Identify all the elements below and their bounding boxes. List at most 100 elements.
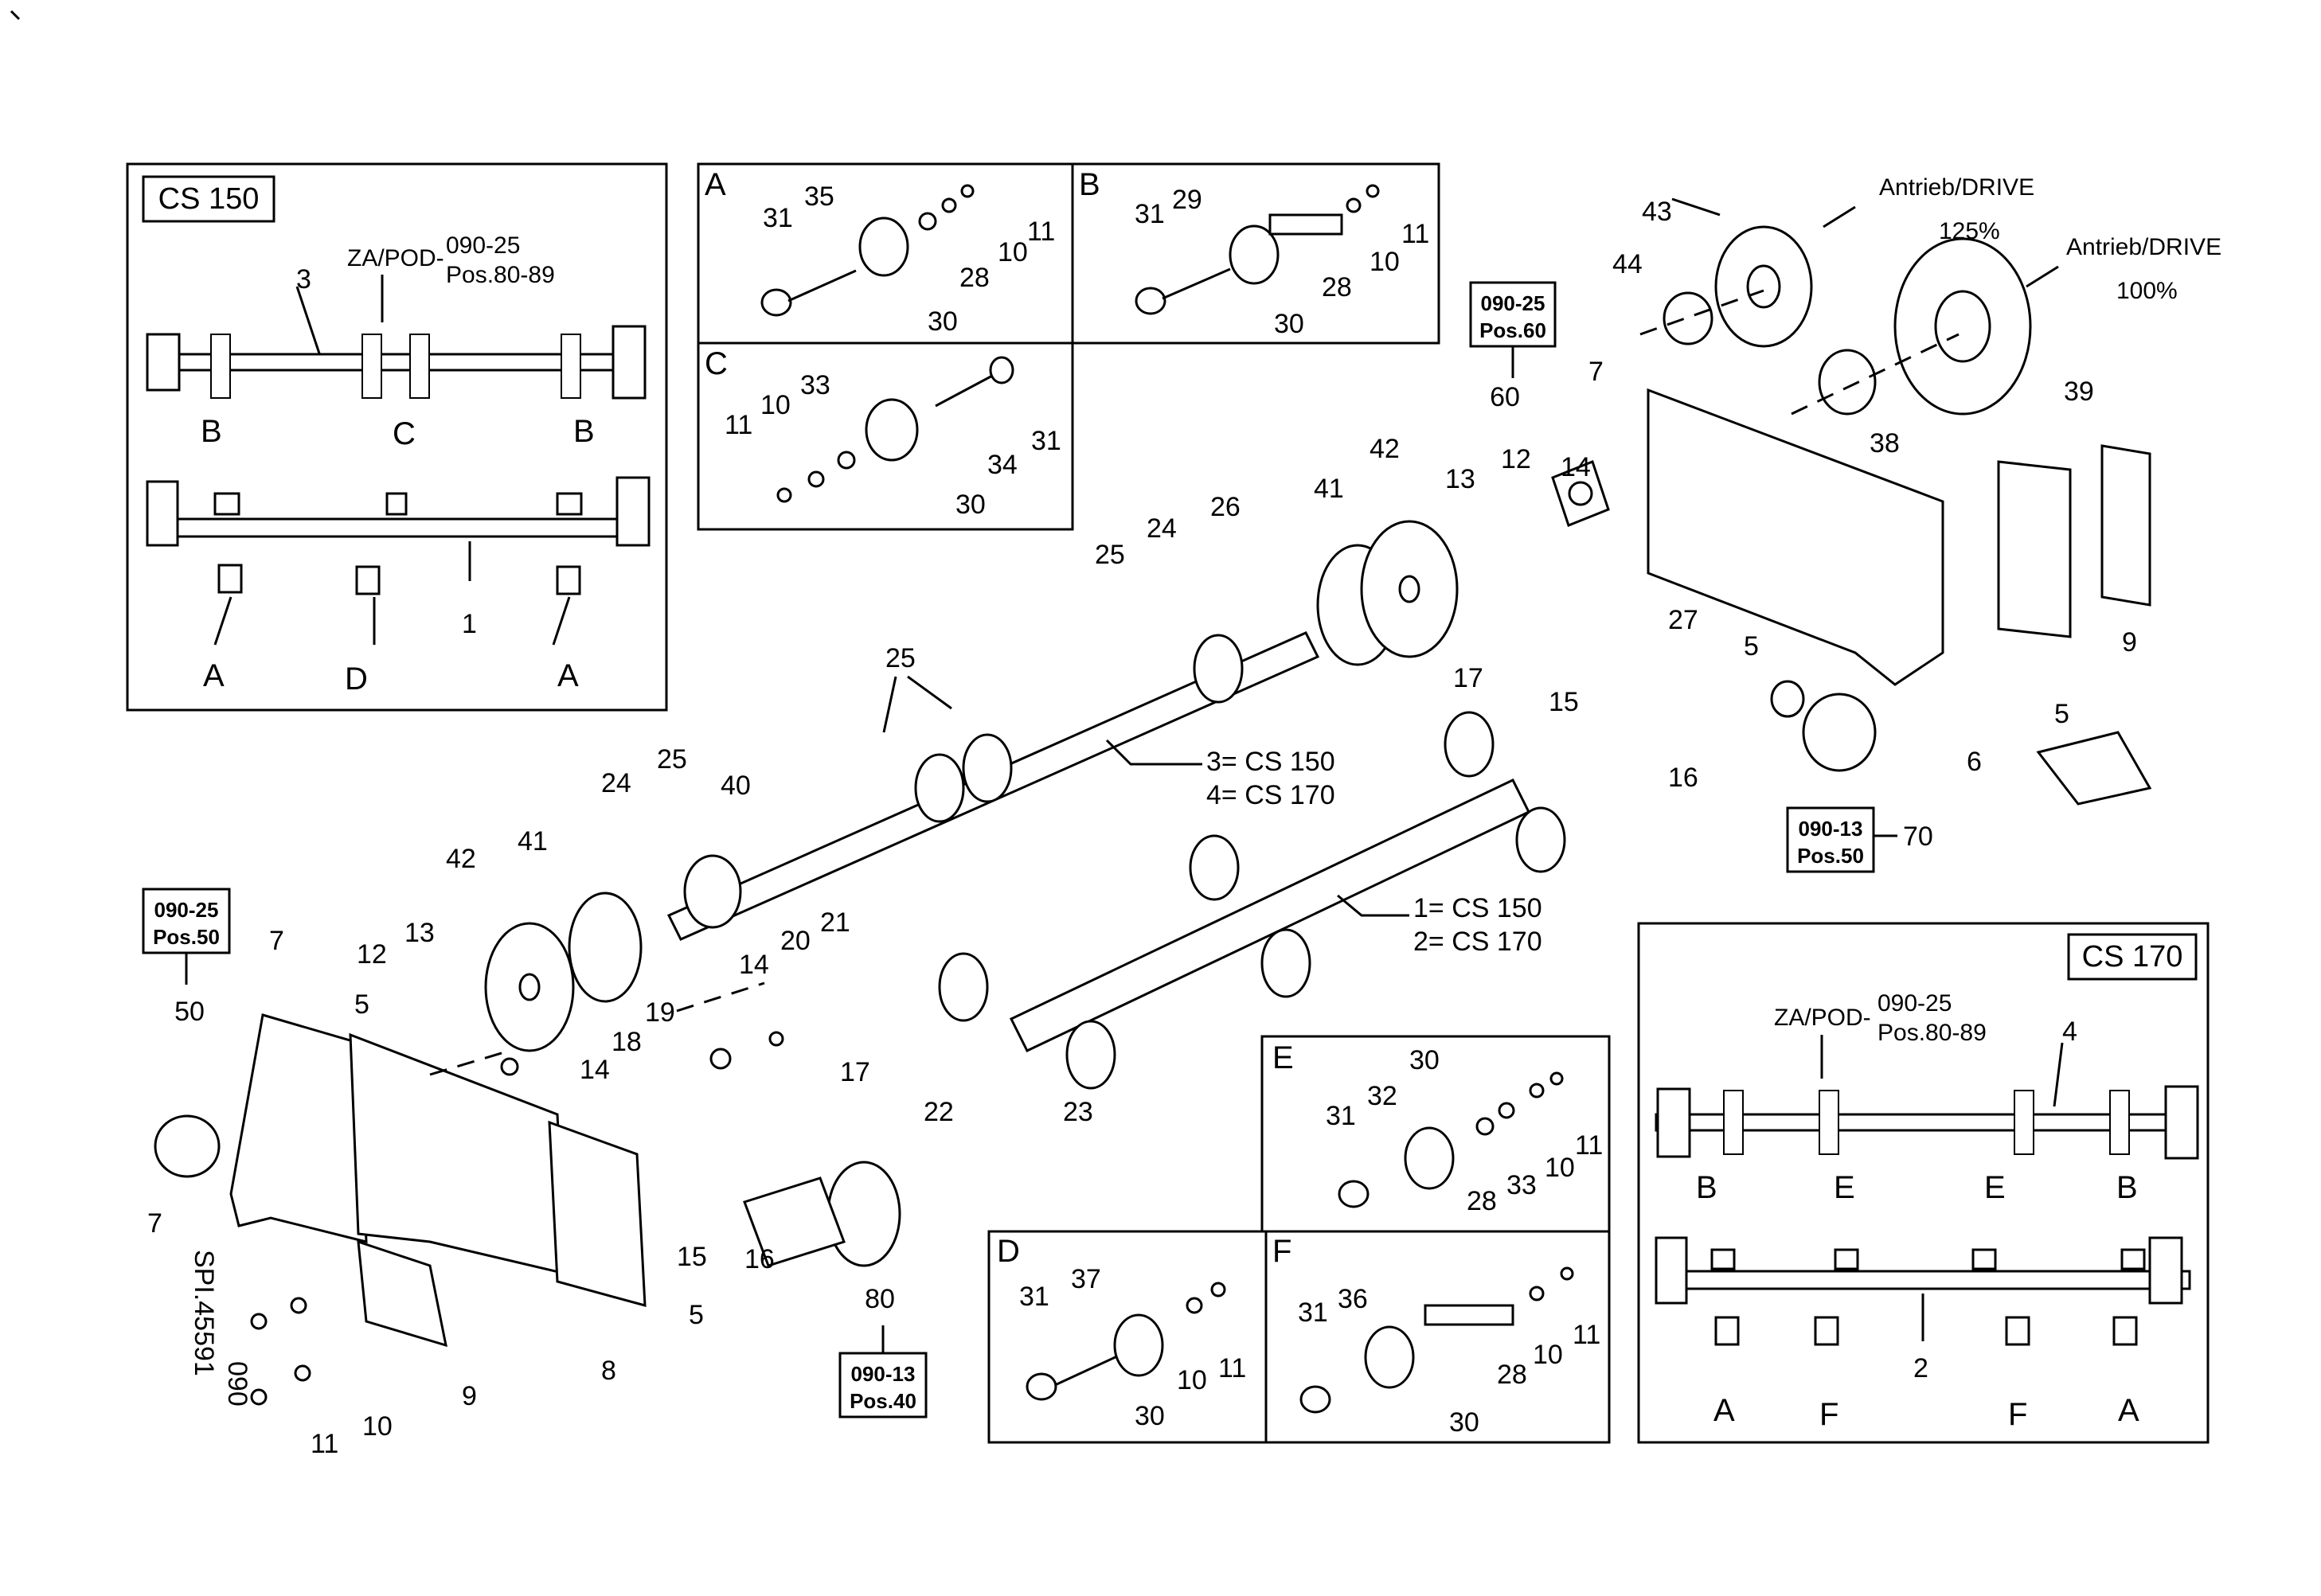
roller-variant-2: 2= CS 170 — [1413, 927, 1542, 957]
callout-13r: 13 — [1445, 464, 1475, 494]
detail-b-30: 30 — [1274, 309, 1304, 339]
cs170-label-b1: B — [1696, 1170, 1717, 1205]
detail-def-panel: E D F 31 32 30 28 33 10 11 31 37 30 10 1… — [987, 1035, 1611, 1444]
detail-c-31: 31 — [1031, 426, 1061, 456]
detail-d-10: 10 — [1177, 1365, 1207, 1395]
shaft-variant-2: 4= CS 170 — [1206, 780, 1335, 810]
detail-a-11: 11 — [1027, 217, 1055, 247]
detail-e-letter: E — [1272, 1040, 1294, 1075]
ref50-pos: Pos.50 — [153, 925, 220, 949]
cs170-label-f2: F — [2008, 1397, 2027, 1432]
ref-box-60: 090-25 Pos.60 60 — [1469, 281, 1557, 412]
detail-d-letter: D — [997, 1234, 1020, 1269]
detail-b-29: 29 — [1172, 185, 1202, 215]
callout-15l: 15 — [677, 1242, 707, 1272]
cs170-label-f1: F — [1819, 1397, 1838, 1432]
cs170-roller — [1670, 1270, 2191, 1290]
cs170-label-e2: E — [1984, 1170, 2006, 1205]
detail-c-11: 11 — [725, 410, 752, 440]
detail-e-33: 33 — [1506, 1170, 1537, 1200]
detail-e-31: 31 — [1326, 1101, 1356, 1131]
cs150-label-shaft: 3 — [296, 264, 311, 295]
detail-f-36: 36 — [1338, 1284, 1368, 1314]
shaft-variant-1: 3= CS 150 — [1206, 747, 1335, 777]
cs170-za-pos: Pos.80-89 — [1878, 1020, 1987, 1046]
callout-9r: 9 — [2122, 627, 2137, 658]
cs150-label-b2: B — [573, 414, 595, 449]
detail-e-30: 30 — [1409, 1045, 1440, 1075]
detail-c-33: 33 — [800, 370, 830, 400]
callout-19: 19 — [645, 997, 675, 1028]
cs150-za-ref: 090-25 — [446, 232, 520, 259]
right-frame: 7 14 12 13 42 41 27 17 15 16 5 6 5 9 — [1314, 357, 2152, 806]
callout-5r2: 5 — [2054, 699, 2069, 729]
cs170-label-roller: 2 — [1913, 1353, 1928, 1383]
detail-f-letter: F — [1272, 1234, 1291, 1269]
detail-e-28: 28 — [1467, 1186, 1497, 1216]
detail-c-30: 30 — [955, 490, 986, 520]
callout-9l: 9 — [462, 1381, 477, 1411]
ref-box-50: 090-25 Pos.50 50 — [142, 888, 231, 1027]
callout-5r: 5 — [1744, 631, 1759, 661]
cs150-label-roller: 1 — [462, 609, 477, 639]
detail-f-11: 11 — [1573, 1320, 1600, 1350]
detail-f-30: 30 — [1449, 1407, 1479, 1438]
drive-pulleys: Antrieb/DRIVE 125% Antrieb/DRIVE 100% 43… — [1612, 174, 2221, 459]
cs170-label-shaft: 4 — [2062, 1017, 2077, 1047]
cs150-za-pos: Pos.80-89 — [446, 262, 555, 288]
detail-f-31: 31 — [1298, 1297, 1328, 1328]
callout-21: 21 — [820, 907, 850, 938]
left-frame: 7 12 13 5 14 20 21 14 19 18 17 7 15 5 8 … — [147, 907, 870, 1459]
callout-43: 43 — [1642, 197, 1672, 227]
callout-14m: 14 — [739, 950, 769, 980]
callout-24r: 24 — [1147, 513, 1177, 544]
detail-e-11: 11 — [1575, 1130, 1603, 1161]
callout-23: 23 — [1063, 1097, 1093, 1127]
detail-d-31: 31 — [1019, 1282, 1049, 1312]
detail-d-11: 11 — [1218, 1353, 1246, 1383]
cs170-label-b2: B — [2116, 1170, 2138, 1205]
callout-20: 20 — [780, 926, 811, 956]
detail-e-10: 10 — [1545, 1153, 1575, 1183]
callout-7l2: 7 — [147, 1208, 162, 1239]
callout-41l: 41 — [518, 826, 548, 857]
ref60-pos: Pos.60 — [1479, 318, 1546, 342]
detail-b-11: 11 — [1401, 219, 1429, 249]
callout-42l: 42 — [446, 844, 476, 874]
cs150-roller — [174, 517, 623, 538]
detail-b-31: 31 — [1135, 199, 1165, 229]
drive125-label: Antrieb/DRIVE — [1879, 174, 2034, 201]
callout-42r: 42 — [1370, 434, 1400, 464]
detail-a-letter: A — [705, 167, 726, 202]
detail-b-10: 10 — [1370, 247, 1400, 277]
direction-arrow — [2036, 731, 2152, 806]
drawing-id: SPI.45591 090 — [189, 1250, 252, 1407]
callout-40: 40 — [721, 771, 751, 801]
callout-25m: 25 — [885, 643, 916, 673]
ref50-code: 090-25 — [154, 898, 219, 922]
callout-24m: 24 — [601, 768, 631, 798]
ref60-item: 60 — [1490, 382, 1520, 412]
ref60-code: 090-25 — [1481, 291, 1545, 315]
ref50-item: 50 — [174, 997, 205, 1027]
detail-a-28: 28 — [959, 263, 990, 293]
detail-d-37: 37 — [1071, 1264, 1101, 1294]
ref-box-70: 090-13 Pos.50 70 — [1786, 806, 1933, 873]
cs170-label-a1: A — [1713, 1393, 1735, 1428]
detail-f-10: 10 — [1533, 1340, 1563, 1370]
callout-7l: 7 — [269, 926, 284, 956]
callout-14l: 14 — [580, 1055, 610, 1085]
cs150-label-a2: A — [557, 658, 579, 693]
callout-25m2: 25 — [657, 744, 687, 775]
corner-mark — [10, 10, 21, 21]
cs170-label-a2: A — [2118, 1393, 2139, 1428]
cs170-title: CS 170 — [2082, 940, 2183, 974]
callout-11l: 11 — [311, 1429, 338, 1459]
drawing-id-line1: SPI.45591 — [189, 1250, 219, 1376]
callout-5l2: 5 — [689, 1300, 704, 1330]
cs150-panel: CS 150 ZA/POD- 090-25 Pos.80-89 3 B C B … — [126, 162, 668, 712]
callout-16r: 16 — [1668, 763, 1698, 793]
callout-12r: 12 — [1501, 444, 1531, 474]
cs170-za-prefix: ZA/POD- — [1774, 1005, 1871, 1031]
cs170-label-e1: E — [1834, 1170, 1855, 1205]
